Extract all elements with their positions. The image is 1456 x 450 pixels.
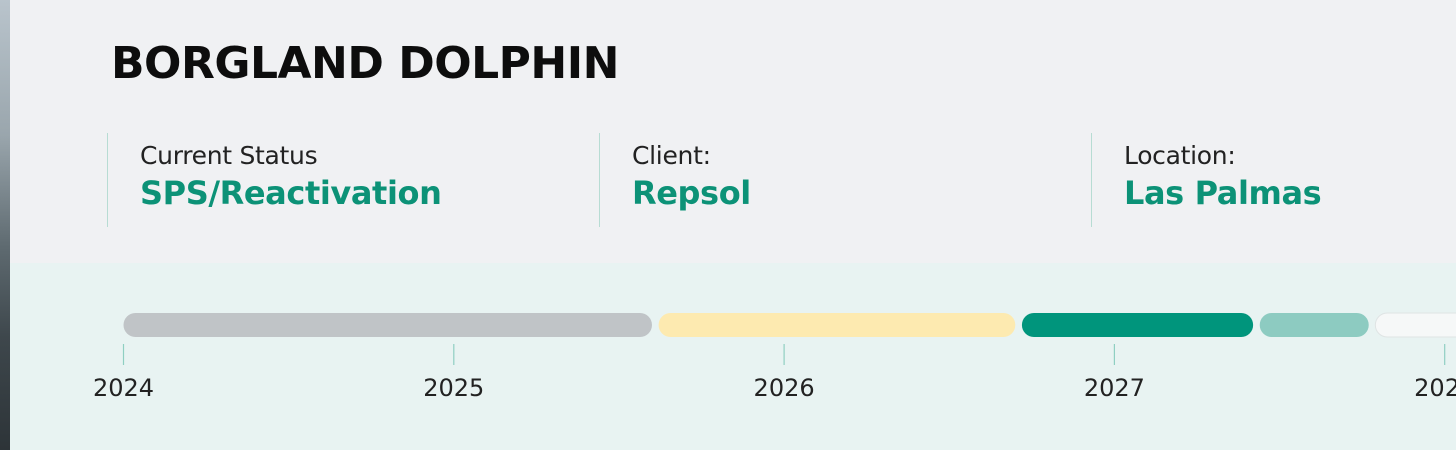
year-label-2025: 2025: [423, 374, 484, 402]
background-photo-edge: [0, 0, 10, 450]
client-label: Client:: [632, 141, 711, 170]
timeline-segment-3: [1021, 313, 1254, 337]
status-label: Current Status: [140, 141, 318, 170]
status-value: SPS/Reactivation: [140, 174, 442, 212]
timeline-segment-2: [658, 313, 1016, 337]
vessel-card: BORGLAND DOLPHIN Current Status SPS/Reac…: [10, 0, 1456, 450]
info-current-status: Current Status SPS/Reactivation: [107, 133, 597, 227]
timeline-segment-4: [1259, 313, 1369, 337]
year-label-2028: 2028: [1414, 374, 1456, 402]
timeline-segment-5: [1374, 312, 1456, 338]
year-label-2026: 2026: [754, 374, 815, 402]
year-label-2024: 2024: [93, 374, 154, 402]
vessel-name: BORGLAND DOLPHIN: [111, 38, 619, 89]
info-location: Location: Las Palmas: [1091, 133, 1456, 227]
contract-timeline: 2024 2025 2026 2027 2028: [10, 263, 1456, 450]
client-value: Repsol: [632, 174, 751, 212]
info-client: Client: Repsol: [599, 133, 1089, 227]
location-label: Location:: [1124, 141, 1236, 170]
year-label-2027: 2027: [1084, 374, 1145, 402]
timeline-segment-1: [123, 313, 652, 337]
location-value: Las Palmas: [1124, 174, 1322, 212]
timeline-chart: 2024 2025 2026 2027 2028: [93, 312, 1456, 402]
